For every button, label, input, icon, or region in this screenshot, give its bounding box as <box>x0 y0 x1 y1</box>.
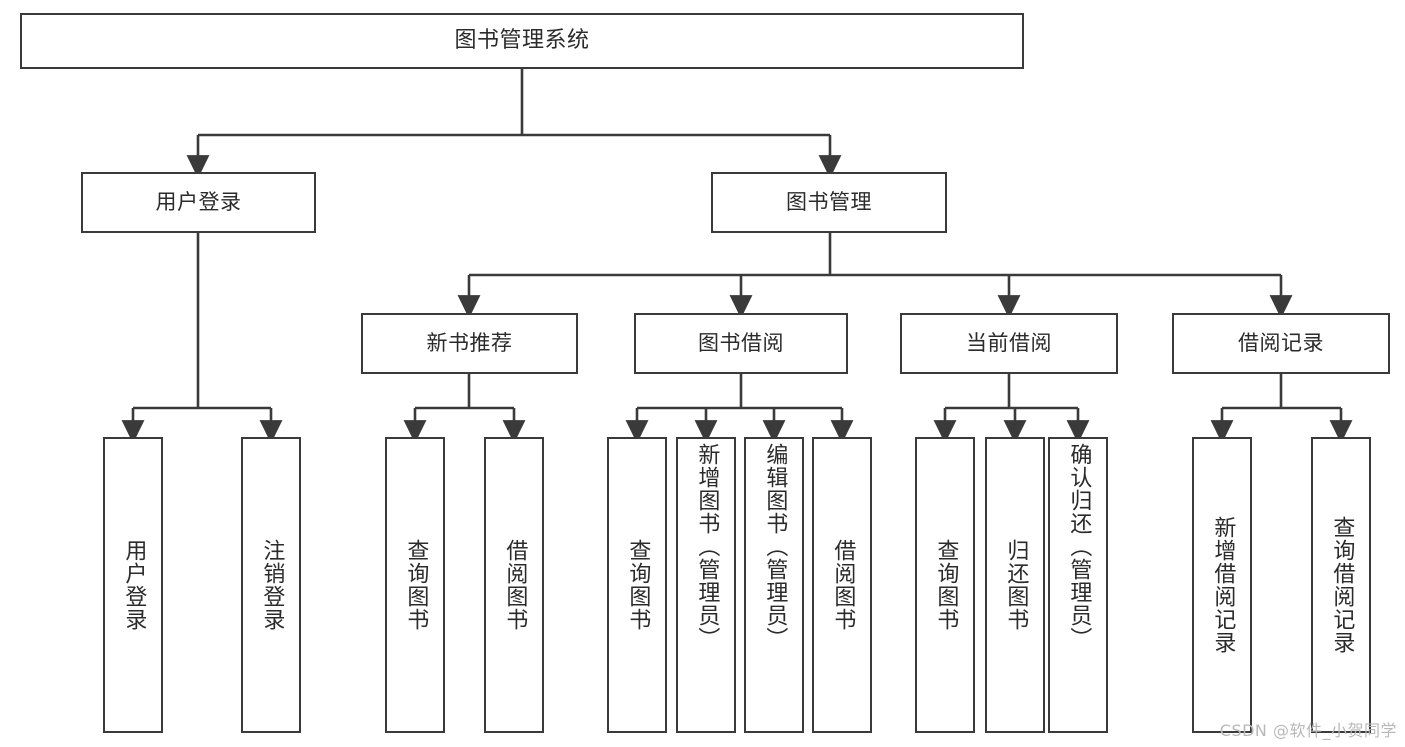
node-label: 当前借阅 <box>966 331 1052 356</box>
leaf-new-book-borrow[interactable]: 借阅图书 <box>484 437 544 733</box>
node-book-management[interactable]: 图书管理 <box>711 172 947 233</box>
node-label: 用户登录 <box>155 190 242 215</box>
leaf-confirm-return-admin[interactable]: 确认归还（管理员） <box>1048 437 1108 733</box>
node-label: 用户登录 <box>121 539 147 631</box>
node-label: 新增借阅记录 <box>1210 516 1236 654</box>
node-label: 借阅图书 <box>830 539 856 631</box>
leaf-user-login[interactable]: 用户登录 <box>103 437 163 733</box>
leaf-logout[interactable]: 注销登录 <box>241 437 301 733</box>
node-label: 新书推荐 <box>426 331 513 356</box>
node-label: 图书管理系统 <box>454 28 590 54</box>
node-label: 借阅记录 <box>1238 331 1324 356</box>
node-label: 查询图书 <box>625 539 651 631</box>
node-book-borrow[interactable]: 图书借阅 <box>634 313 848 374</box>
node-label: 借阅图书 <box>502 539 528 631</box>
node-label: 确认归还（管理员） <box>1066 443 1092 650</box>
leaf-edit-book-admin[interactable]: 编辑图书（管理员） <box>744 437 804 733</box>
leaf-borrow-book[interactable]: 借阅图书 <box>812 437 872 733</box>
node-current-borrow[interactable]: 当前借阅 <box>900 313 1118 374</box>
leaf-current-query-book[interactable]: 查询图书 <box>915 437 975 733</box>
leaf-add-book-admin[interactable]: 新增图书（管理员） <box>676 437 736 733</box>
leaf-return-book[interactable]: 归还图书 <box>985 437 1045 733</box>
node-label: 查询借阅记录 <box>1329 516 1355 654</box>
node-label: 注销登录 <box>259 539 285 631</box>
leaf-new-book-query[interactable]: 查询图书 <box>385 437 445 733</box>
csdn-watermark: CSDN @软件_小贺同学 <box>1219 721 1397 740</box>
node-new-book-recommend[interactable]: 新书推荐 <box>361 313 578 374</box>
leaf-query-borrow-record[interactable]: 查询借阅记录 <box>1311 437 1371 733</box>
node-user-login[interactable]: 用户登录 <box>81 172 316 233</box>
node-label: 编辑图书（管理员） <box>762 443 788 650</box>
node-label: 图书管理 <box>786 190 872 215</box>
node-root-library-system[interactable]: 图书管理系统 <box>20 13 1024 69</box>
node-label: 归还图书 <box>1003 539 1029 631</box>
node-borrow-record[interactable]: 借阅记录 <box>1172 313 1390 374</box>
leaf-add-borrow-record[interactable]: 新增借阅记录 <box>1192 437 1252 733</box>
leaf-borrow-query-book[interactable]: 查询图书 <box>607 437 667 733</box>
node-label: 新增图书（管理员） <box>694 443 720 650</box>
node-label: 查询图书 <box>403 539 429 631</box>
node-label: 查询图书 <box>933 539 959 631</box>
node-label: 图书借阅 <box>698 331 784 356</box>
